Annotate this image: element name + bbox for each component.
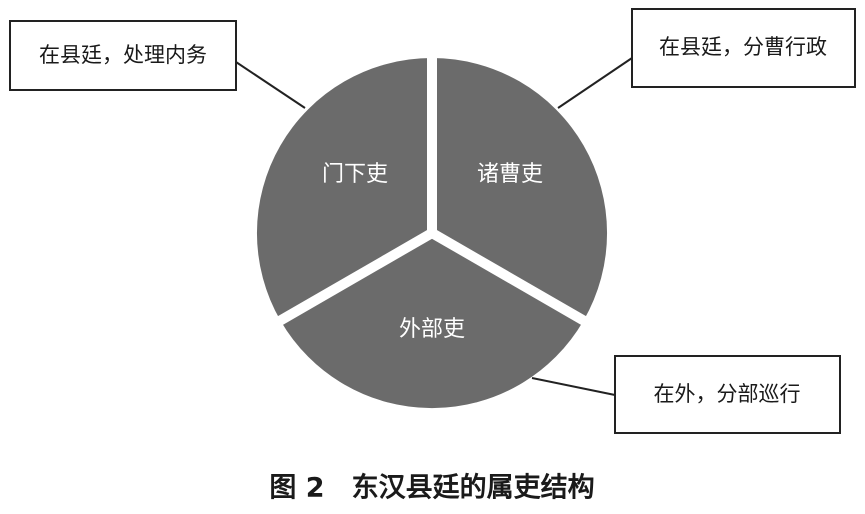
callout-text-waibu: 在外，分部巡行 (654, 382, 801, 406)
pie-chart (256, 50, 608, 409)
connector-line-zhucao (557, 57, 633, 109)
connector-line-waibu (531, 377, 616, 396)
sector-label-menxia: 门下吏 (322, 162, 388, 187)
callout-box-zhucao: 在县廷，分曹行政 (631, 8, 856, 88)
connector-line-menxia (235, 61, 306, 109)
callout-box-menxia: 在县廷，处理内务 (9, 20, 237, 91)
sector-label-waibu: 外部吏 (399, 317, 465, 342)
callout-text-menxia: 在县廷，处理内务 (39, 43, 207, 67)
sector-label-zhucao: 诸曹吏 (477, 162, 543, 187)
callout-box-waibu: 在外，分部巡行 (614, 355, 841, 434)
gap-line-left (271, 228, 435, 329)
callout-text-zhucao: 在县廷，分曹行政 (659, 35, 827, 59)
figure-caption: 图 2 东汉县廷的属吏结构 (269, 472, 594, 504)
gap-line-right (429, 228, 593, 329)
